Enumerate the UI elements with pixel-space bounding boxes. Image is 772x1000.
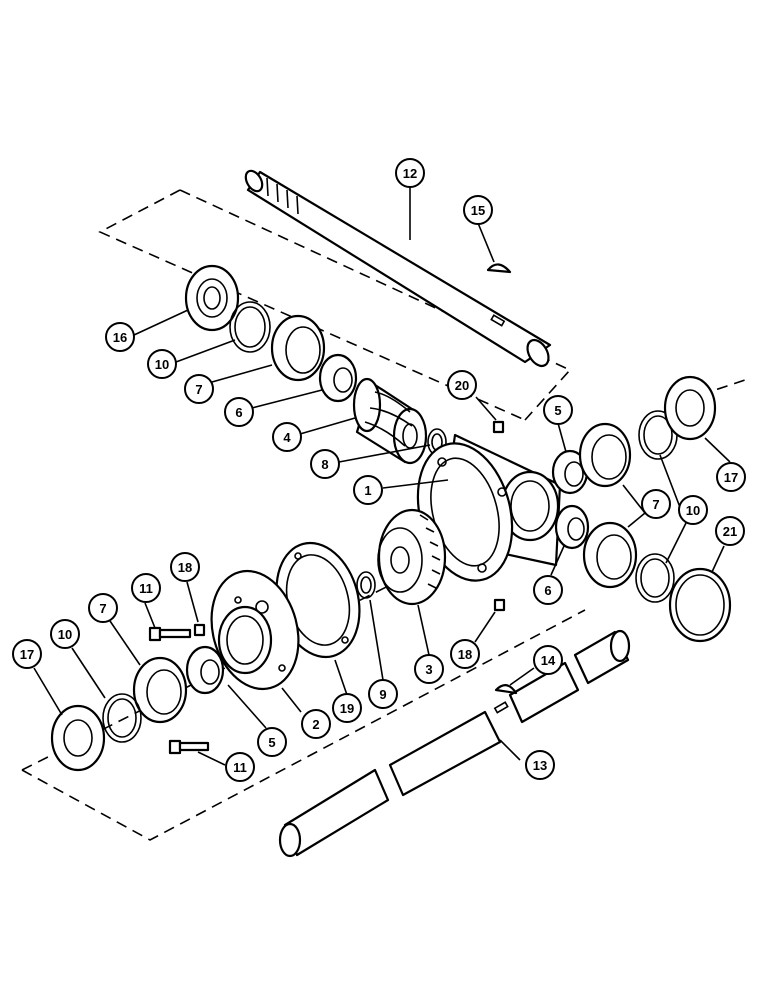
callout-21: 21 bbox=[715, 516, 745, 546]
callout-10-left: 10 bbox=[50, 619, 80, 649]
callout-7-right: 7 bbox=[641, 489, 671, 519]
svg-text:5: 5 bbox=[268, 735, 275, 750]
svg-text:21: 21 bbox=[723, 524, 737, 539]
end-cover bbox=[210, 569, 300, 691]
woodruff-key-lower bbox=[494, 684, 518, 695]
set-screw-lower bbox=[493, 598, 506, 612]
leader-lines bbox=[33, 187, 731, 766]
set-screw-top bbox=[492, 420, 505, 434]
callout-10-upper-left: 10 bbox=[147, 349, 177, 379]
svg-text:10: 10 bbox=[58, 627, 72, 642]
callout-5-right: 5 bbox=[543, 395, 573, 425]
callout-18-left: 18 bbox=[170, 552, 200, 582]
bearing-cup-lower-right bbox=[582, 521, 638, 589]
callout-10-right: 10 bbox=[678, 495, 708, 525]
cone-bearing-left bbox=[185, 645, 225, 695]
worm-gear bbox=[352, 377, 428, 465]
callout-15: 15 bbox=[463, 195, 493, 225]
svg-text:6: 6 bbox=[544, 583, 551, 598]
svg-text:11: 11 bbox=[233, 760, 247, 775]
seal-upper-left bbox=[184, 264, 240, 332]
input-shaft bbox=[244, 169, 552, 368]
svg-text:14: 14 bbox=[541, 653, 556, 668]
callout-9: 9 bbox=[368, 679, 398, 709]
bearing-cup-right bbox=[578, 422, 632, 488]
woodruff-key-upper bbox=[486, 263, 512, 274]
cone-bearing-lower bbox=[554, 504, 590, 550]
callout-6-lower: 6 bbox=[533, 575, 563, 605]
bearing-cup-left bbox=[132, 656, 188, 724]
callout-18-lower: 18 bbox=[450, 639, 480, 669]
svg-text:20: 20 bbox=[455, 378, 469, 393]
callout-3: 3 bbox=[414, 654, 444, 684]
cone-bearing-right bbox=[551, 449, 589, 495]
svg-text:9: 9 bbox=[379, 687, 386, 702]
svg-text:6: 6 bbox=[235, 405, 242, 420]
callout-2: 2 bbox=[301, 709, 331, 739]
bolt-upper bbox=[148, 626, 192, 642]
callout-14: 14 bbox=[533, 645, 563, 675]
seal-right bbox=[663, 375, 717, 441]
bearing-cup-upper-left bbox=[270, 314, 326, 382]
svg-text:7: 7 bbox=[652, 497, 659, 512]
callout-6-upper: 6 bbox=[224, 397, 254, 427]
callout-11-upper: 11 bbox=[131, 573, 161, 603]
cone-bearing-upper bbox=[318, 353, 358, 403]
callout-11-lower: 11 bbox=[225, 752, 255, 782]
svg-text:4: 4 bbox=[283, 430, 291, 445]
callout-1: 1 bbox=[353, 475, 383, 505]
svg-text:17: 17 bbox=[20, 647, 34, 662]
callout-13: 13 bbox=[525, 750, 555, 780]
snap-ring-lower-right bbox=[635, 553, 675, 603]
bolt-lower bbox=[168, 739, 210, 755]
svg-text:8: 8 bbox=[321, 457, 328, 472]
svg-text:1: 1 bbox=[364, 483, 371, 498]
output-shaft bbox=[278, 629, 631, 858]
callout-16: 16 bbox=[105, 322, 135, 352]
callout-17-left: 17 bbox=[12, 639, 42, 669]
svg-text:18: 18 bbox=[458, 647, 472, 662]
callout-7-upper-left: 7 bbox=[184, 374, 214, 404]
cover-cup bbox=[668, 567, 732, 643]
snap-ring-left bbox=[102, 693, 142, 743]
svg-text:7: 7 bbox=[195, 382, 202, 397]
callout-4: 4 bbox=[272, 422, 302, 452]
svg-text:7: 7 bbox=[99, 601, 106, 616]
snap-ring-upper-left bbox=[229, 301, 271, 353]
callout-7-left: 7 bbox=[88, 593, 118, 623]
callout-19: 19 bbox=[332, 693, 362, 723]
svg-text:12: 12 bbox=[403, 166, 417, 181]
callout-12: 12 bbox=[395, 158, 425, 188]
svg-text:15: 15 bbox=[471, 203, 485, 218]
svg-text:13: 13 bbox=[533, 758, 547, 773]
svg-text:10: 10 bbox=[686, 503, 700, 518]
svg-text:3: 3 bbox=[425, 662, 432, 677]
svg-text:16: 16 bbox=[113, 330, 127, 345]
worm-wheel bbox=[377, 508, 447, 606]
svg-text:5: 5 bbox=[554, 403, 561, 418]
callout-20: 20 bbox=[447, 370, 477, 400]
svg-text:18: 18 bbox=[178, 560, 192, 575]
svg-text:19: 19 bbox=[340, 701, 354, 716]
seal-left bbox=[50, 704, 106, 772]
svg-text:10: 10 bbox=[155, 357, 169, 372]
snap-ring-9 bbox=[356, 571, 376, 599]
dashed-guide-upper bbox=[98, 189, 572, 421]
callout-8: 8 bbox=[310, 449, 340, 479]
svg-text:17: 17 bbox=[724, 470, 738, 485]
svg-text:11: 11 bbox=[139, 581, 153, 596]
set-screw-left bbox=[193, 623, 206, 637]
callout-17-right: 17 bbox=[716, 462, 746, 492]
callout-5-left: 5 bbox=[257, 727, 287, 757]
svg-text:2: 2 bbox=[312, 717, 319, 732]
